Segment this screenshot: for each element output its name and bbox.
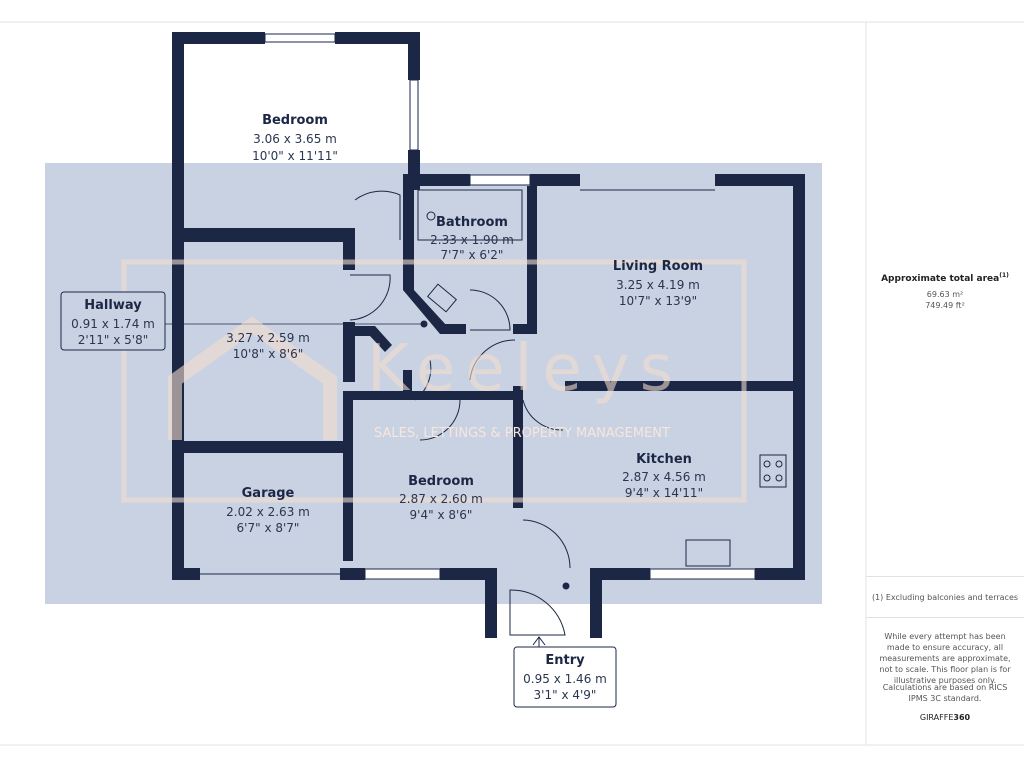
room-metric: 2.33 x 1.90 m	[430, 233, 514, 247]
room-imperial: 9'4" x 8'6"	[410, 508, 473, 522]
room-name: Living Room	[613, 259, 703, 274]
brand-a: GIRAFFE	[919, 713, 954, 722]
room-imperial: 7'7" x 6'2"	[441, 248, 504, 262]
room-metric: 2.02 x 2.63 m	[226, 505, 310, 519]
watermark-logo: Keeleys	[121, 259, 747, 503]
room-entry: Entry 0.95 x 1.46 m 3'1" x 4'9"	[513, 646, 617, 708]
room-metric: 3.06 x 3.65 m	[253, 132, 337, 146]
disclaimer: While every attempt has been made to ens…	[879, 632, 1011, 685]
footnote-ref: (1)	[999, 272, 1009, 279]
watermark-brand: Keeleys	[367, 332, 683, 406]
room-bathroom: Bathroom 2.33 x 1.90 m 7'7" x 6'2"	[426, 211, 514, 262]
walls	[165, 32, 805, 652]
room-imperial: 2'11" x 5'8"	[78, 333, 149, 347]
room-metric: 3.25 x 4.19 m	[616, 278, 700, 292]
room-name: Kitchen	[636, 452, 692, 467]
room-bedroom-2: Bedroom 2.87 x 2.60 m 9'4" x 8'6"	[399, 474, 483, 522]
room-bedroom-1: Bedroom 3.06 x 3.65 m 10'0" x 11'11"	[252, 113, 338, 163]
room-imperial: 9'4" x 14'11"	[625, 486, 703, 500]
room-name: Bedroom	[408, 474, 474, 489]
room-name: Garage	[242, 486, 295, 501]
panel-separator	[866, 576, 1024, 577]
watermark-tagline: SALES, LETTINGS & PROPERTY MANAGEMENT	[374, 426, 670, 441]
room-metric: 2.87 x 2.60 m	[399, 492, 483, 506]
room-living: Living Room 3.25 x 4.19 m 10'7" x 13'9"	[613, 259, 703, 308]
area-m2: 69.63 m²	[926, 290, 964, 299]
calc-note: Calculations are based on RICS IPMS 3C s…	[882, 683, 1008, 703]
room-kitchen: Kitchen 2.87 x 4.56 m 9'4" x 14'11"	[622, 452, 706, 500]
room-imperial: 10'0" x 11'11"	[252, 149, 338, 163]
room-metric: 3.27 x 2.59 m	[226, 331, 310, 345]
room-name: Entry	[545, 653, 585, 668]
room-imperial: 10'8" x 8'6"	[233, 347, 304, 361]
total-area-title: Approximate total area	[881, 274, 1000, 284]
panel-separator	[866, 617, 1024, 618]
room-metric: 2.87 x 4.56 m	[622, 470, 706, 484]
room-imperial: 3'1" x 4'9"	[534, 688, 597, 702]
total-area-label: Approximate total area(1)	[866, 272, 1024, 284]
area-ft2: 749.49 ft²	[925, 301, 965, 310]
room-name: Hallway	[84, 298, 142, 313]
room-name: Bedroom	[262, 113, 328, 128]
room-metric: 0.91 x 1.74 m	[71, 317, 155, 331]
room-hallway: Hallway 0.91 x 1.74 m 2'11" x 5'8"	[60, 291, 166, 351]
total-area-section: Approximate total area(1) 69.63 m² 749.4…	[866, 272, 1024, 311]
sink-icon	[685, 539, 731, 567]
room-name: Bathroom	[436, 215, 508, 230]
footnote: (1) Excluding balconies and terraces	[871, 593, 1019, 602]
hob-icon	[759, 454, 787, 488]
brand-b: 360	[953, 713, 971, 722]
room-imperial: 6'7" x 8'7"	[237, 521, 300, 535]
room-imperial: 10'7" x 13'9"	[619, 294, 697, 308]
room-metric: 0.95 x 1.46 m	[523, 672, 607, 686]
room-garage: Garage 2.02 x 2.63 m 6'7" x 8'7"	[226, 486, 310, 535]
room-hall-area: 3.27 x 2.59 m 10'8" x 8'6"	[226, 331, 310, 361]
giraffe360-logo: GIRAFFE360	[866, 712, 1024, 723]
